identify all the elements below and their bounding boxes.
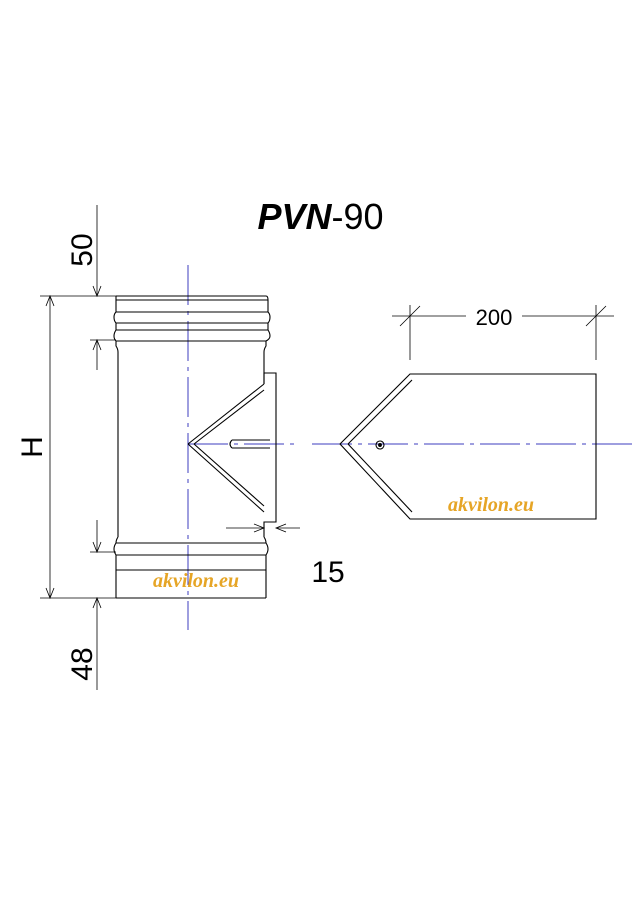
pipe-body	[113, 295, 277, 599]
dim-branch-width: 200	[476, 305, 513, 330]
left-dimensions	[40, 205, 116, 690]
center-axes	[187, 265, 632, 630]
branch-view	[339, 373, 597, 520]
dim-height: H	[16, 436, 49, 458]
title-suffix: -90	[331, 196, 384, 237]
watermark-right: akvilon.eu	[448, 494, 534, 516]
dim-side-offset: 15	[311, 556, 344, 589]
dim-bottom-offset: 48	[66, 647, 99, 680]
dim-top-offset: 50	[66, 233, 99, 266]
watermark-left: akvilon.eu	[153, 570, 239, 592]
title-model: PVN	[257, 196, 332, 237]
side-dimension	[226, 523, 300, 533]
drawing-title: PVN-90	[0, 196, 641, 238]
width-dimension	[392, 305, 614, 360]
